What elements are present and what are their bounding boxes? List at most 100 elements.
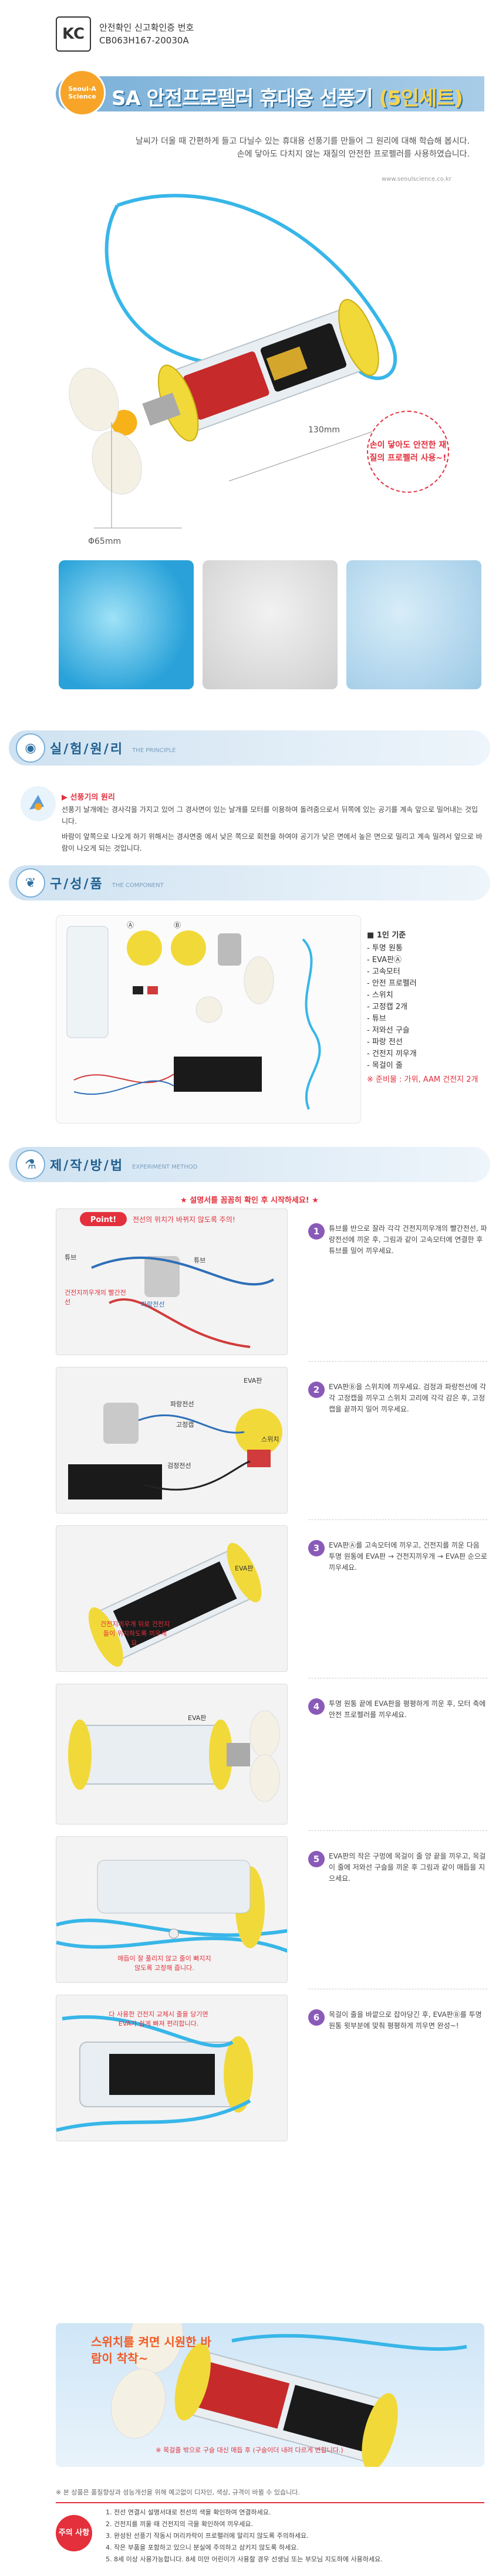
step1-text: 튜브를 반으로 잘라 각각 건전지끼우개의 빨간전선, 파랑전선에 끼운 후, … <box>329 1224 487 1255</box>
principle-p2: 바람이 앞쪽으로 나오게 하기 위해서는 경사면중 에서 낮은 쪽으로 회전을 … <box>62 832 483 852</box>
step1-point-text: 전선의 위치가 바뀌지 않도록 주의! <box>133 1216 235 1224</box>
finger-safety-photo <box>346 560 481 689</box>
safety-note: ★ 설명서를 꼼꼼히 확인 후 시작하세요! ★ <box>180 1196 319 1205</box>
principle-section-title: 실/험/원/리 <box>50 742 124 757</box>
step1-label-tube: 튜브 <box>65 1254 77 1261</box>
safety-callout: 손이 닿아도 안전한 재질의 프로펠러 사용~! <box>367 411 449 493</box>
step5-text: EVA판의 작은 구멍에 목걸이 줄 양 끝을 끼우고, 목걸이 줄에 저와선 … <box>329 1852 486 1883</box>
caution-box: 주의 사항 1. 전선 연결시 설명서대로 전선의 색을 확인하여 연결하세요.… <box>56 2502 484 2570</box>
final-note: ※ 목걸줄 밖으로 구슬 대신 매듭 후 (구슬이더 내려 다르게 변합니다.) <box>156 2446 343 2454</box>
length-dimension: 130mm <box>308 425 340 435</box>
step3-number: 3 <box>308 1540 325 1556</box>
globe-icon: ◉ <box>16 733 45 763</box>
component-item: - 고정캡 2개 <box>367 1003 408 1011</box>
component-item: - EVA판Ⓐ <box>367 956 402 964</box>
step2-text: EVA판Ⓑ을 스위치에 끼우세요. 검정과 파랑전선에 각각 고정캡을 끼우고 … <box>329 1383 486 1413</box>
step5-knot-note: 매듭이 잘 풀리지 않고 줄이 빠지지 않도록 고정해 줍니다. <box>117 1955 211 1972</box>
intro-line1: 날씨가 더울 때 간편하게 들고 다닐수 있는 휴대용 선풍기를 만들어 그 원… <box>135 137 470 146</box>
diameter-dimension: Φ65mm <box>88 537 122 546</box>
product-title: SA 안전프로펠러 휴대용 선풍기 (5인세트) <box>112 82 463 111</box>
step1-point-tag: Point! <box>90 1216 116 1224</box>
step4-photo <box>56 1684 288 1824</box>
step5-photo <box>56 1836 288 1983</box>
principle-section-header: ◉ 실/험/원/리 THE PRINCIPLE <box>9 730 490 766</box>
step6-number: 6 <box>308 2009 325 2026</box>
intro-text: 날씨가 더울 때 간편하게 들고 다닐수 있는 휴대용 선풍기를 만들어 그 원… <box>0 135 470 161</box>
final-caption: 스위치를 켜면 시원한 바람이 착착~ <box>91 2335 211 2365</box>
component-item: - 파랑 전선 <box>367 1038 403 1047</box>
svg-text:Ⓐ: Ⓐ <box>127 921 134 929</box>
brand-badge: Seoul-A Science <box>59 69 106 116</box>
step2-label-blue: 파랑전선 <box>170 1400 194 1408</box>
svg-text:Ⓑ: Ⓑ <box>174 921 181 929</box>
step2-divider <box>308 1519 487 1520</box>
step3-photo <box>56 1525 288 1672</box>
step1-divider <box>308 1361 487 1362</box>
caution-list: 1. 전선 연결시 설명서대로 전선의 색을 확인하여 연결하세요. 2. 건전… <box>106 2507 383 2565</box>
caution-item: 2. 건전지를 끼울 때 건전지의 극을 확인하여 끼우세요. <box>106 2520 253 2528</box>
step4-number: 4 <box>308 1698 325 1715</box>
step2-label-switch: 스위치 <box>261 1436 279 1443</box>
step3-warning: 건전지끼우개 뒤로 건전지들이 위치하도록 끼우세요. <box>100 1620 170 1647</box>
step1-label-tube2: 튜브 <box>194 1257 206 1264</box>
caution-item: 5. 8세 이상 사용가능합니다. 8세 미만 어린이가 사용할 경우 선생님 … <box>106 2555 383 2563</box>
principle-body: 선풍기 날개에는 경사각을 가지고 있어 그 경사면이 있는 날개를 모터를 이… <box>62 804 484 858</box>
fan-diagram-icon <box>21 786 56 821</box>
component-item: - 고속모터 <box>367 967 400 976</box>
microscope-icon: ⚗ <box>16 1150 45 1179</box>
title-sub: (5인세트) <box>379 87 464 110</box>
step3-text: EVA판Ⓐ를 고속모터에 끼우고, 건전지를 끼운 다음 투명 원통에 EVA판… <box>329 1541 487 1572</box>
cert-line2: CB063H167-20030A <box>99 35 189 46</box>
cert-text: 안전확인 신고확인증 번호 CB063H167-20030A <box>99 21 194 47</box>
kc-mark: KC <box>56 16 91 52</box>
step2-label-cap: 고정캡 <box>176 1421 194 1429</box>
method-section-subtitle: EXPERIMENT METHOD <box>132 1163 198 1170</box>
step6-photo <box>56 1995 288 2141</box>
component-item: - 목걸이 줄 <box>367 1061 403 1070</box>
fan-side-photo <box>203 560 338 689</box>
step2-label-eva: EVA판 <box>244 1377 262 1385</box>
step4-divider <box>308 1830 487 1831</box>
component-item: - 저와선 구슬 <box>367 1026 410 1035</box>
step1-label-red: 건전지끼우개의 빨간전선 <box>65 1289 126 1306</box>
step2-label-black: 검정전선 <box>167 1462 191 1470</box>
component-section-header: ❦ 구/성/품 THE COMPONENT <box>9 865 490 901</box>
component-section-title: 구/성/품 <box>50 877 104 892</box>
method-section-header: ⚗ 제/작/방/법 EXPERIMENT METHOD <box>9 1147 490 1182</box>
component-item: - 스위치 <box>367 991 393 1000</box>
component-item: - 안전 프로펠러 <box>367 979 417 988</box>
component-item: - 튜브 <box>367 1014 386 1023</box>
caution-item: 3. 완성된 선풍기 작동시 머리카락이 프로펠러에 말리지 않도록 주의하세요… <box>106 2532 309 2540</box>
step1-photo: Point! 전선의 위치가 바뀌지 않도록 주의! <box>56 1209 288 1355</box>
components-head: ■ 1인 기준 <box>367 931 406 940</box>
components-note: ※ 준비물 : 가위, AAM 건전지 2개 <box>367 1075 478 1084</box>
component-section-subtitle: THE COMPONENT <box>112 882 164 889</box>
step6-warning: 다 사용한 건전지 교체시 줄을 당기면 EVA가 쉽게 빠져 편리합니다. <box>109 2010 208 2027</box>
notice-text: ※ 본 상품은 품질향상과 성능개선을 위해 예고없이 디자인, 색상, 규격이… <box>56 2489 300 2496</box>
components-photo: Ⓐ Ⓑ <box>56 915 361 1123</box>
site-url: www.seoulscience.co.kr <box>382 176 451 182</box>
method-section-title: 제/작/방/법 <box>50 1159 124 1173</box>
principle-section-subtitle: THE PRINCIPLE <box>132 747 176 754</box>
product-photo <box>69 194 400 529</box>
step6-text: 목걸이 줄을 바깥으로 잡아당긴 후, EVA판Ⓑ를 투명 원통 윗부분에 맞춰… <box>329 2010 482 2030</box>
finished-product-photo: 스위치를 켜면 시원한 바람이 착착~ <box>56 2323 484 2467</box>
caution-item: 1. 전선 연결시 설명서대로 전선의 색을 확인하여 연결하세요. <box>106 2509 271 2516</box>
cert-line1: 안전확인 신고확인증 번호 <box>99 22 194 33</box>
title-band <box>56 76 484 111</box>
step2-number: 2 <box>308 1382 325 1398</box>
plant-icon: ❦ <box>16 868 45 898</box>
principle-title: ▶ 선풍기의 원리 <box>62 793 115 802</box>
components-list: ■ 1인 기준 - 투명 원통 - EVA판Ⓐ - 고속모터 - 안전 프로펠러… <box>367 930 484 1086</box>
component-item: - 건전지 끼우개 <box>367 1050 417 1058</box>
step1-number: 1 <box>308 1223 325 1240</box>
step5-number: 5 <box>308 1851 325 1867</box>
certification: KC 안전확인 신고확인증 번호 CB063H167-20030A <box>56 16 194 52</box>
title-main: SA 안전프로펠러 휴대용 선풍기 <box>112 87 373 110</box>
intro-line2: 손에 닿아도 다치지 않는 재질의 안전한 프로펠러를 사용하였습니다. <box>237 150 470 159</box>
caution-tag: 주의 사항 <box>56 2515 92 2551</box>
step3-label-eva: EVA판 <box>235 1565 254 1572</box>
principle-p1: 선풍기 날개에는 경사각을 가지고 있어 그 경사면이 있는 날개를 모터를 이… <box>62 805 478 825</box>
step2-photo <box>56 1367 288 1514</box>
